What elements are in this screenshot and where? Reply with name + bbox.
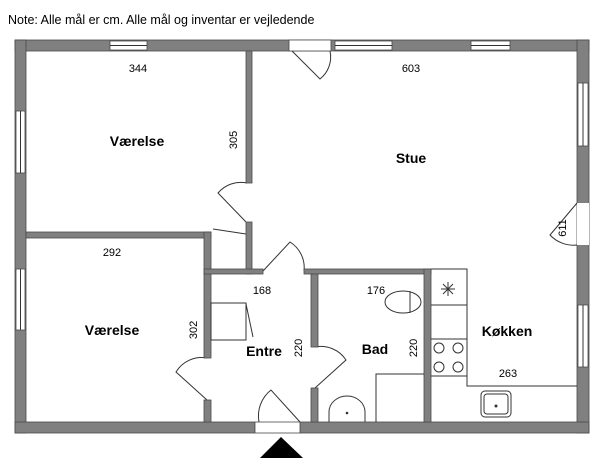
- windows: [15, 40, 589, 368]
- note-text: Note: Alle mål er cm. Alle mål og invent…: [8, 13, 314, 27]
- dim-kokken-width: 263: [499, 368, 517, 380]
- dim-vaerelse-top-depth: 305: [228, 131, 240, 149]
- interior-walls: [25, 50, 432, 423]
- dim-vaerelse-top-width: 344: [129, 63, 147, 75]
- washbasin-icon: [328, 395, 366, 422]
- toilet-icon: [384, 290, 422, 314]
- room-label-vaerelse-bottom: Værelse: [85, 322, 140, 338]
- doors: [175, 39, 589, 434]
- dim-entre-width: 168: [253, 285, 271, 297]
- dim-stue-width: 603: [402, 63, 420, 75]
- stove-icon: [433, 342, 464, 373]
- room-label-vaerelse-top: Værelse: [110, 133, 165, 149]
- dim-bad-width: 176: [367, 285, 385, 297]
- entrance-arrow-icon: [260, 437, 303, 458]
- room-label-entre: Entre: [246, 343, 282, 359]
- sink-icon: [480, 390, 512, 418]
- room-label-bad: Bad: [362, 341, 388, 357]
- fan-icon: [441, 282, 455, 296]
- wardrobe: [210, 302, 254, 341]
- dim-bad-depth: 220: [408, 339, 420, 357]
- dim-stue-depth: 611: [557, 219, 569, 237]
- dim-vaerelse-bottom-width: 292: [103, 247, 121, 259]
- room-label-stue: Stue: [396, 150, 427, 166]
- dim-vaerelse-bottom-depth: 302: [188, 321, 200, 339]
- kitchen-counter: [431, 268, 577, 387]
- dim-entre-depth: 220: [293, 339, 305, 357]
- shower-icon: [375, 373, 424, 422]
- room-label-kokken: Køkken: [482, 323, 533, 339]
